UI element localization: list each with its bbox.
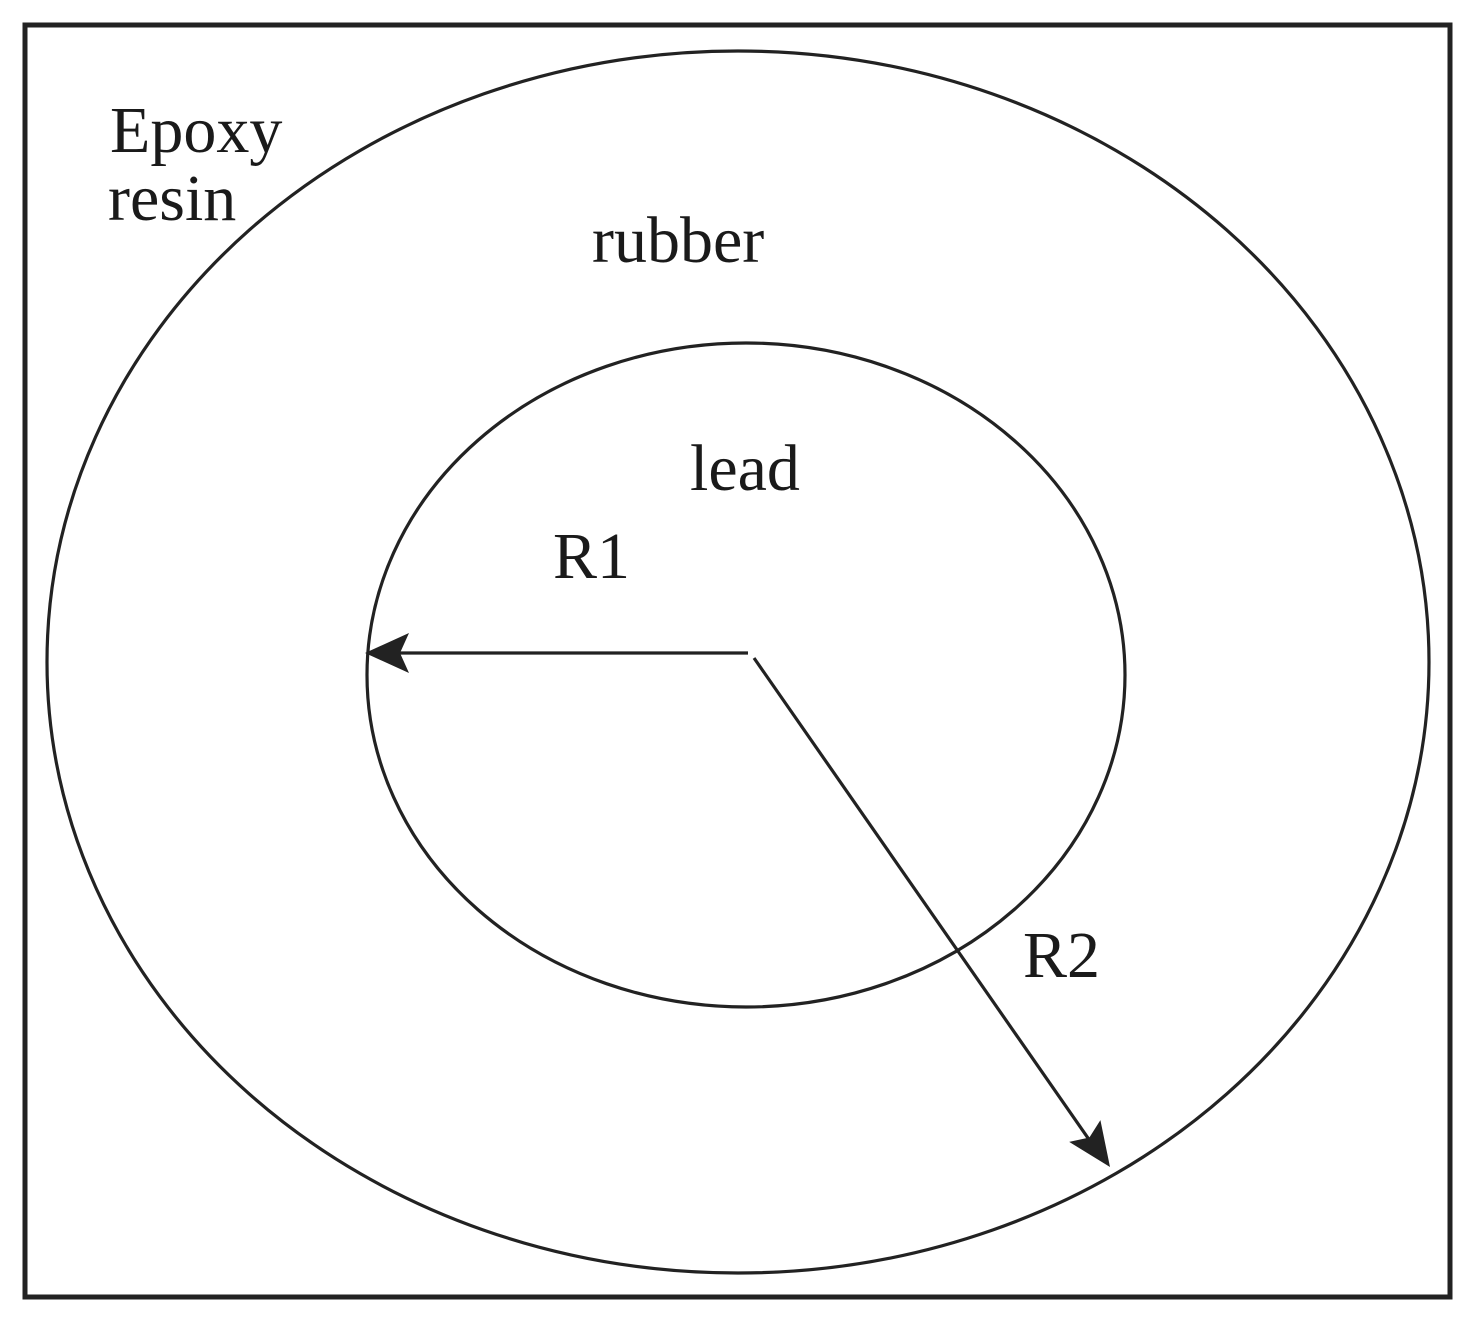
lead-core-circle (365, 341, 1127, 1009)
r2-arrow-shaft (752, 657, 1099, 1152)
rubber-shell-circle (45, 49, 1431, 1275)
r2-arrowhead-icon (1069, 1120, 1110, 1167)
r1-radius-arrow (365, 633, 748, 673)
rubber-label: rubber (592, 204, 764, 277)
lead-label: lead (690, 432, 800, 505)
r2-label: R2 (1023, 919, 1100, 992)
epoxy-resin-label-line1: Epoxy (110, 94, 282, 167)
r2-radius-arrow (752, 657, 1110, 1167)
r1-label: R1 (553, 520, 630, 593)
epoxy-matrix-boundary (22, 22, 1453, 1300)
epoxy-resin-label-line2: resin (108, 162, 236, 235)
r1-arrowhead-icon (365, 633, 409, 673)
